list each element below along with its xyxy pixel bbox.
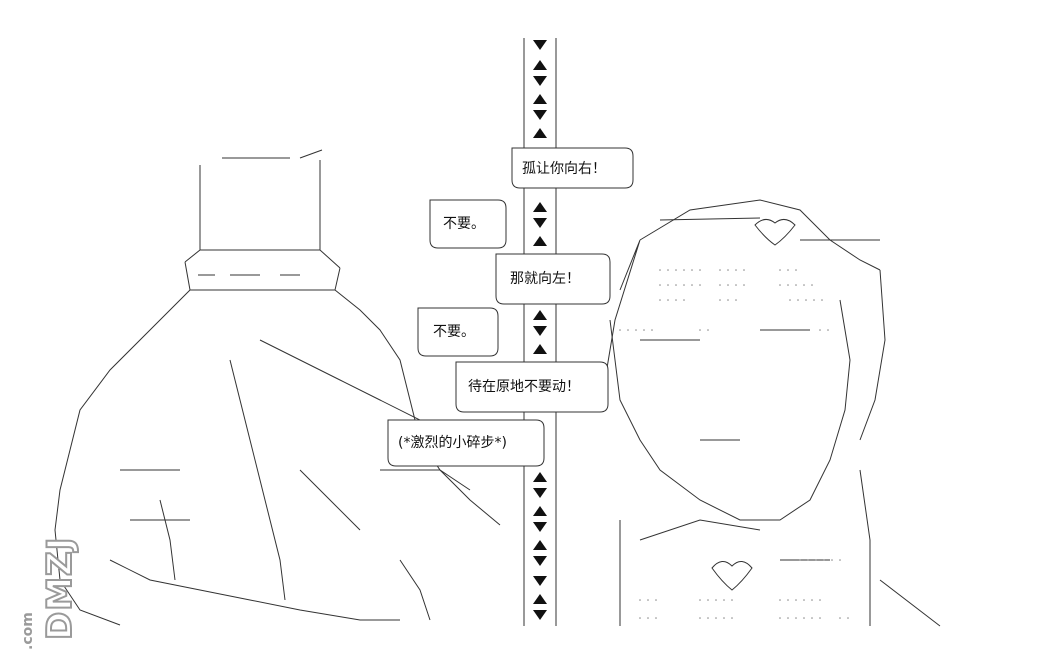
right-figure-hairband (659, 217, 880, 241)
hat-outline (199, 149, 323, 250)
speech-bubble-stay: 待在原地不要动！ (468, 379, 580, 395)
arrow-up-8 (533, 472, 547, 482)
right-figure-body (619, 469, 941, 627)
arrow-down-8 (533, 556, 547, 566)
right-figure-dots (619, 269, 849, 619)
bubble-outline-6 (387, 419, 545, 467)
speech-bubble-go-right: 孤让你向右！ (522, 161, 606, 177)
right-figure-face (609, 299, 851, 521)
arrow-down-9 (533, 576, 547, 586)
arrow-down-3 (533, 110, 547, 120)
center-arrow-column (533, 40, 547, 620)
left-figure-details (120, 469, 471, 531)
right-figure-heart (711, 561, 753, 591)
bubble-outline-1 (511, 147, 634, 189)
arrow-up-9 (533, 506, 547, 516)
arrow-up-10 (533, 540, 547, 550)
arrow-down-1 (533, 40, 547, 50)
watermark-brand: DMZJ (39, 536, 81, 641)
bubble-outline-4 (417, 307, 499, 357)
watermark-domain: .com (20, 612, 36, 650)
right-figure-heart-top (754, 219, 796, 246)
arrow-down-2 (533, 76, 547, 86)
arrow-up-5 (533, 236, 547, 246)
speech-bubble-refuse-1: 不要。 (443, 216, 485, 232)
arrow-down-5 (533, 326, 547, 336)
left-figure-face (184, 249, 341, 291)
arrow-up-4 (533, 202, 547, 212)
arrow-down-4 (533, 218, 547, 228)
right-figure-eyes (640, 329, 810, 441)
speech-bubble-go-left: 那就向左！ (510, 271, 580, 287)
bubble-outline-2 (429, 199, 507, 249)
arrow-down-7 (533, 522, 547, 532)
left-figure-body (54, 289, 501, 626)
arrow-down-6 (533, 488, 547, 498)
left-figure-lower (109, 499, 431, 621)
arrow-up-6 (533, 310, 547, 320)
arrow-up-11 (533, 594, 547, 604)
bubble-outline-3 (495, 253, 611, 305)
arrow-up-2 (533, 94, 547, 104)
arrow-up-3 (533, 128, 547, 138)
speech-bubble-refuse-2: 不要。 (433, 324, 475, 340)
speech-bubble-footsteps: (*激烈的小碎步*) (398, 435, 507, 451)
right-figure-head (639, 199, 881, 271)
bubble-outline-5 (455, 361, 609, 413)
arrow-down-10 (533, 610, 547, 620)
right-figure-hair (604, 239, 886, 441)
arrow-up-1 (533, 60, 547, 70)
arrow-up-7 (533, 344, 547, 354)
